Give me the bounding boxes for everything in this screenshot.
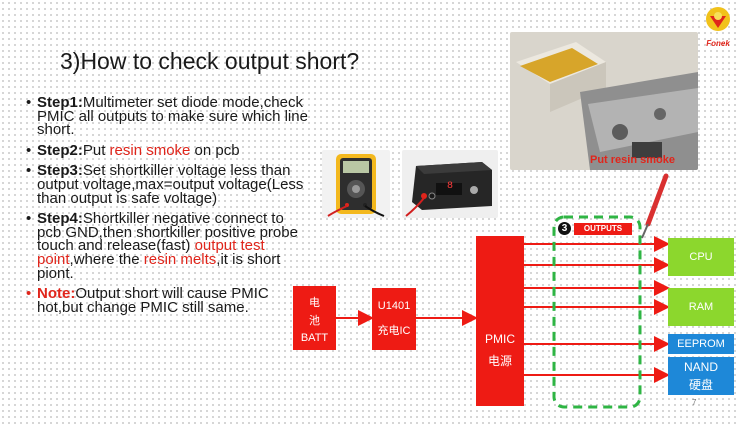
nand-label-2: 硬盘: [688, 378, 713, 392]
probe-icon: [641, 173, 669, 239]
outputs-label: OUTPUTS: [574, 223, 632, 235]
shortkiller-display: 8: [446, 181, 453, 192]
logo-mark-icon: [706, 7, 730, 31]
step-4: •Step4:Shortkiller negative connect to p…: [26, 210, 298, 282]
battery-label-1: 电: [309, 297, 320, 309]
fonek-logo: Fonek: [700, 4, 736, 50]
cpu-box: CPU: [668, 238, 734, 276]
charger-ic-box: U1401 充电IC: [372, 288, 416, 350]
marker-3: 3: [558, 222, 571, 235]
ram-box: RAM: [668, 288, 734, 326]
slide-title: 3)How to check output short?: [60, 48, 360, 74]
multimeter-image: [322, 150, 390, 218]
eeprom-box: EEPROM: [668, 334, 734, 354]
battery-label-3: BATT: [300, 332, 329, 344]
shortkiller-image: 8: [402, 150, 498, 218]
pmic-label-1: PMIC: [485, 332, 515, 346]
resin-caption: Put resin smoke: [590, 154, 675, 166]
battery-box: 电 池 BATT: [293, 286, 336, 350]
pmic-label-2: 电源: [487, 354, 512, 368]
steps-list: •Step1:Multimeter set diode mode,check P…: [26, 94, 311, 321]
battery-label-2: 池: [309, 315, 320, 327]
pmic-box: PMIC 电源: [476, 236, 524, 406]
nand-box: NAND 硬盘: [668, 357, 734, 395]
pcb-resin-photo: Put resin smoke: [510, 32, 698, 170]
charger-label-2: 充电IC: [377, 325, 411, 337]
nand-label-1: NAND: [683, 360, 718, 374]
step-3: •Step3:Set shortkiller voltage less than…: [26, 162, 304, 207]
step-1: •Step1:Multimeter set diode mode,check P…: [26, 94, 308, 139]
charger-label-1: U1401: [377, 300, 411, 312]
step-2: •Step2:Put resin smoke on pcb: [26, 141, 240, 159]
page-number: 7: [692, 398, 697, 407]
logo-text: Fonek: [706, 39, 730, 48]
step-note: •Note:Output short will cause PMIC hot,b…: [26, 285, 269, 316]
